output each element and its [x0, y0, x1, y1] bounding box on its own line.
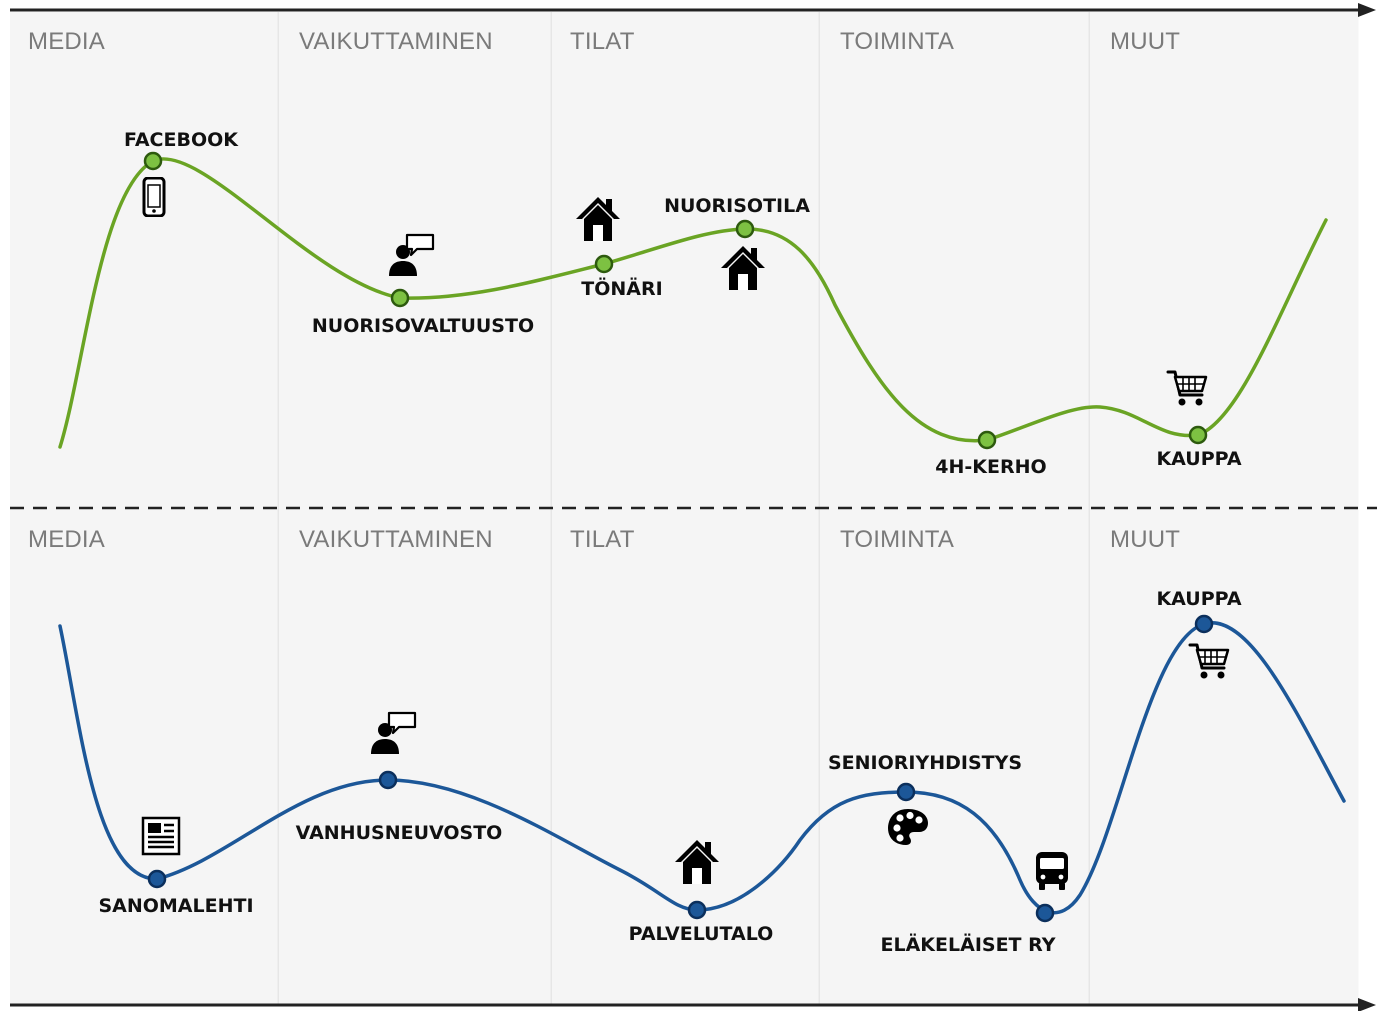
column-muut	[1090, 12, 1359, 1004]
bottom-sanomalehti-label: SANOMALEHTI	[98, 895, 253, 917]
top-kauppa-label: KAUPPA	[1156, 448, 1241, 470]
category-label-media-bottom: MEDIA	[28, 526, 105, 553]
bottom-senioriyhdistys-label: SENIORIYHDISTYS	[828, 752, 1022, 774]
category-labels: MEDIA VAIKUTTAMINEN TILAT TOIMINTA MUUT MEDIA…	[28, 28, 1180, 553]
smartphone-icon	[142, 177, 166, 217]
bottom-palvelutalo-label: PALVELUTALO	[629, 923, 774, 945]
top-4h-kerho-label: 4H-KERHO	[935, 456, 1046, 478]
top-tonari-marker	[594, 254, 614, 274]
bottom-journey-curve	[58, 621, 1346, 915]
category-label-toiminta-top: TOIMINTA	[840, 28, 954, 55]
bottom-vanhusneuvosto-label: VANHUSNEUVOSTO	[296, 822, 503, 844]
top-4h-kerho-marker	[977, 430, 997, 450]
top-nuorisovaltuusto-marker	[390, 288, 410, 308]
bottom-elakelaiset-ry-label: ELÄKELÄISET RY	[881, 932, 1056, 956]
category-label-vaikuttaminen-top: VAIKUTTAMINEN	[299, 28, 493, 55]
newspaper-icon	[141, 816, 181, 856]
top-kauppa-marker	[1188, 425, 1208, 445]
top-facebook-label: FACEBOOK	[124, 129, 239, 151]
top-nuorisotila-marker	[735, 219, 755, 239]
touchpoint-markers	[143, 151, 1214, 923]
category-label-media-top: MEDIA	[28, 28, 105, 55]
top-nuorisovaltuusto-label: NUORISOVALTUUSTO	[312, 315, 534, 337]
touchpoint-labels: FACEBOOK NUORISOVALTUUSTO TÖNÄRI NUORISOTIL…	[98, 129, 1241, 956]
category-label-vaikuttaminen-bottom: VAIKUTTAMINEN	[299, 526, 493, 553]
top-facebook-marker	[143, 151, 163, 171]
timeline-axes	[10, 3, 1377, 1011]
bottom-axis-arrowhead	[1358, 998, 1376, 1011]
bottom-sanomalehti-marker	[147, 869, 167, 889]
category-label-muut-top: MUUT	[1110, 28, 1180, 55]
bottom-kauppa-label: KAUPPA	[1156, 588, 1241, 610]
category-label-muut-bottom: MUUT	[1110, 526, 1180, 553]
top-nuorisotila-label: NUORISOTILA	[664, 195, 810, 217]
bottom-palvelutalo-marker	[687, 900, 707, 920]
top-axis-arrowhead	[1358, 3, 1376, 17]
bottom-senioriyhdistys-marker	[896, 782, 916, 802]
category-label-tilat-top: TILAT	[570, 28, 635, 55]
category-label-toiminta-bottom: TOIMINTA	[840, 526, 954, 553]
bottom-elakelaiset-ry-marker	[1035, 903, 1055, 923]
journey-curves	[58, 157, 1346, 915]
category-label-tilat-bottom: TILAT	[570, 526, 635, 553]
top-journey-curve	[58, 157, 1328, 449]
top-tonari-label: TÖNÄRI	[581, 276, 662, 300]
bottom-kauppa-marker	[1194, 614, 1214, 634]
bottom-vanhusneuvosto-marker	[378, 770, 398, 790]
